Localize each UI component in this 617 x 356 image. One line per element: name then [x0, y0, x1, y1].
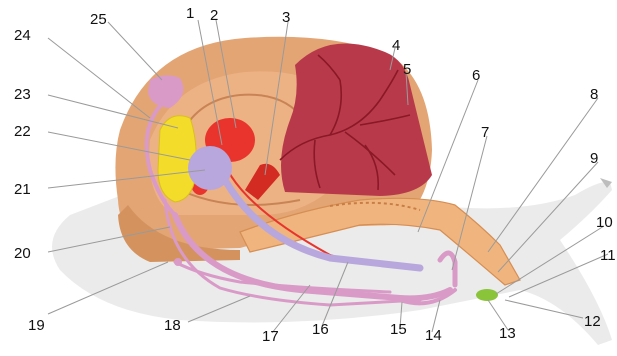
green-gland [476, 289, 498, 301]
label-19: 19 [28, 317, 45, 334]
label-16: 16 [312, 321, 329, 338]
label-18: 18 [164, 317, 181, 334]
label-23: 23 [14, 86, 31, 103]
label-4: 4 [392, 37, 400, 54]
label-1: 1 [186, 5, 194, 22]
label-7: 7 [481, 124, 489, 141]
label-6: 6 [472, 67, 480, 84]
label-15: 15 [390, 321, 407, 338]
label-14: 14 [425, 327, 442, 344]
label-17: 17 [262, 328, 279, 345]
label-5: 5 [403, 61, 411, 78]
label-24: 24 [14, 27, 31, 44]
label-10: 10 [596, 214, 613, 231]
label-12: 12 [584, 313, 601, 330]
label-22: 22 [14, 123, 31, 140]
label-25: 25 [90, 11, 107, 28]
label-13: 13 [499, 325, 516, 342]
label-20: 20 [14, 245, 31, 262]
label-11: 11 [600, 247, 616, 264]
label-3: 3 [282, 9, 290, 26]
label-2: 2 [210, 7, 218, 24]
label-21: 21 [14, 181, 31, 198]
label-9: 9 [590, 150, 598, 167]
label-8: 8 [590, 86, 598, 103]
